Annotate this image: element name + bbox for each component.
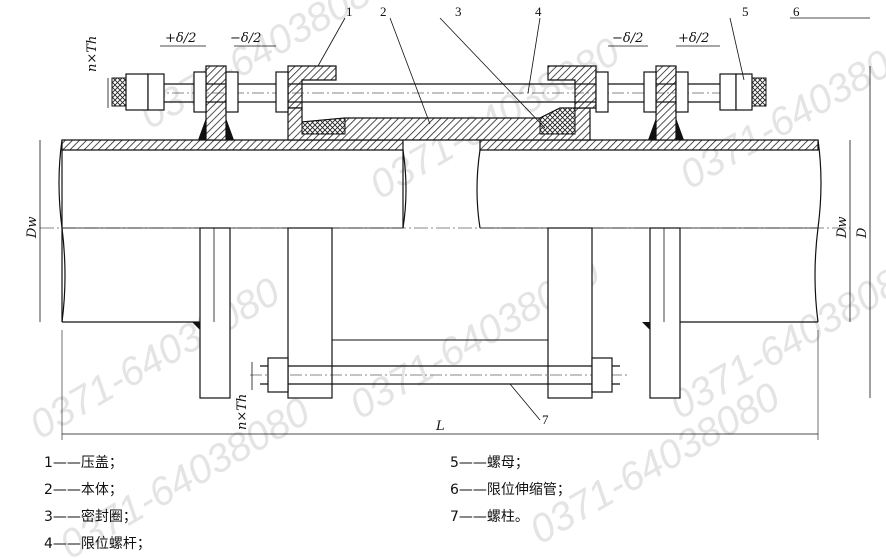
callout-3: 3 xyxy=(455,4,462,19)
right-pipe xyxy=(476,139,822,323)
dim-minus-half-delta-right: −δ/2 xyxy=(612,31,643,46)
callout-5: 5 xyxy=(742,4,749,19)
callout-1: 1 xyxy=(346,4,353,19)
lower-flanges xyxy=(192,227,688,399)
dim-flange-od: D xyxy=(855,227,870,239)
dim-minus-half-delta-left: −δ/2 xyxy=(230,31,261,46)
legend-item-7: 7——螺柱。 xyxy=(450,509,529,525)
legend-item-2: 2——本体； xyxy=(44,482,123,498)
watermark: 0371-64038080 xyxy=(523,375,788,553)
legend-item-6: 6——限位伸缩管； xyxy=(450,482,571,498)
dim-pipe-od-right: Dw xyxy=(835,216,850,239)
dim-plus-half-delta-left: +δ/2 xyxy=(165,31,196,46)
legend-item-1: 1——压盖； xyxy=(44,455,123,471)
dim-bolt-spec-bottom: n×Th xyxy=(235,394,250,430)
left-pipe xyxy=(58,139,407,323)
dim-plus-half-delta-right: +δ/2 xyxy=(678,31,709,46)
callout-6: 6 xyxy=(793,4,800,19)
watermark: 0371-64038080 xyxy=(133,0,398,138)
legend-item-3: 3——密封圈； xyxy=(44,509,137,525)
dim-pipe-od-left: Dw xyxy=(25,216,40,239)
callout-7: 7 xyxy=(542,412,549,427)
section-top xyxy=(111,65,767,141)
legend-item-4: 4——限位螺杆； xyxy=(44,536,151,552)
leader-lines xyxy=(317,17,870,421)
callout-4: 4 xyxy=(535,4,542,19)
dim-length: L xyxy=(435,419,445,434)
dim-bolt-spec-top: n×Th xyxy=(85,36,100,72)
callout-2: 2 xyxy=(380,4,387,19)
legend-item-5: 5——螺母； xyxy=(450,455,529,471)
dimensions xyxy=(39,45,871,440)
